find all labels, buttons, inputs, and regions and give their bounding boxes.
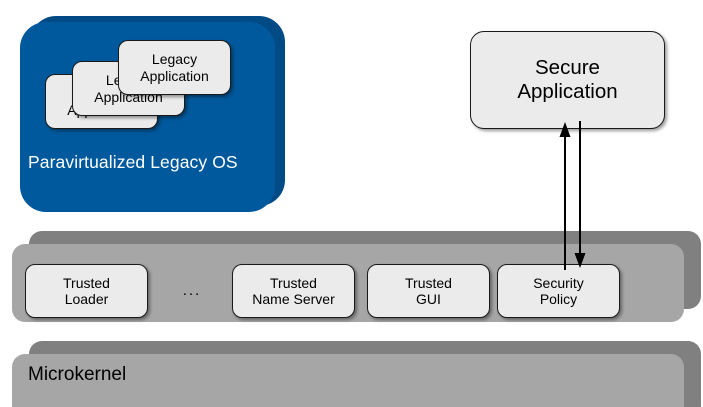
secure-app-policy-arrows bbox=[540, 120, 610, 272]
legacy-application-window-front[interactable]: Legacy Application bbox=[118, 40, 231, 95]
trusted-gui-label: Trusted GUI bbox=[405, 275, 452, 308]
legacy-app-line2: Application bbox=[140, 67, 209, 84]
secure-app-line2: Application bbox=[517, 80, 618, 103]
legacy-app-line1: Legacy bbox=[151, 51, 198, 68]
legacy-application-label: Legacy Application bbox=[140, 51, 209, 84]
svc-line1: Trusted bbox=[270, 274, 317, 291]
secure-application-label: Secure Application bbox=[517, 56, 617, 104]
services-ellipsis: ... bbox=[182, 282, 202, 299]
svc-line2: Loader bbox=[64, 291, 109, 307]
microkernel-band-front-face bbox=[12, 354, 684, 407]
trusted-loader-label: Trusted Loader bbox=[63, 275, 110, 308]
vm-label-text: Paravirtualized Legacy OS bbox=[28, 152, 238, 172]
arrow-down-icon bbox=[574, 121, 586, 268]
microkernel-band bbox=[12, 341, 701, 407]
trusted-gui-box[interactable]: Trusted GUI bbox=[367, 264, 490, 318]
svc-line1: Security bbox=[533, 274, 584, 291]
security-policy-label: Security Policy bbox=[533, 275, 584, 308]
svc-line2: Policy bbox=[539, 291, 578, 307]
paravirtualized-legacy-os-label: Paravirtualized Legacy OS bbox=[28, 152, 238, 173]
trusted-name-server-box[interactable]: Trusted Name Server bbox=[232, 264, 355, 318]
trusted-loader-box[interactable]: Trusted Loader bbox=[25, 264, 148, 318]
svc-line2: GUI bbox=[416, 291, 441, 307]
svc-line1: Trusted bbox=[405, 274, 452, 291]
svc-line2: Name Server bbox=[252, 291, 335, 307]
svc-line1: Trusted bbox=[63, 274, 110, 291]
security-policy-box[interactable]: Security Policy bbox=[497, 264, 620, 318]
secure-application-box[interactable]: Secure Application bbox=[470, 31, 665, 129]
secure-app-line1: Secure bbox=[535, 56, 600, 80]
trusted-name-server-label: Trusted Name Server bbox=[252, 275, 334, 308]
microkernel-label: Microkernel bbox=[28, 364, 127, 385]
arrow-up-icon bbox=[559, 122, 571, 270]
